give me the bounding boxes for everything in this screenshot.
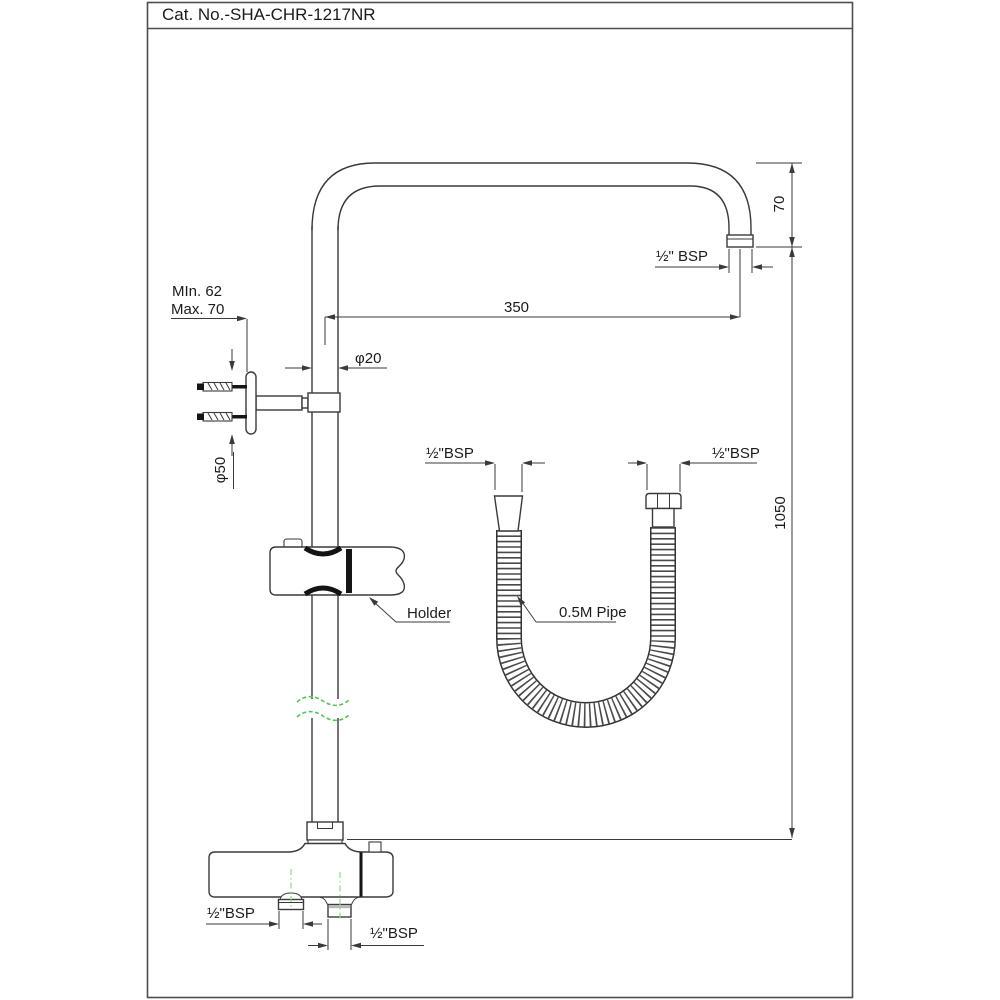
dim-bottom-left-thread: ½"BSP — [207, 905, 255, 922]
dim-min-depth: MIn. 62 — [172, 283, 223, 300]
dim-riser-height: 1050 — [772, 496, 789, 530]
diverter-body — [208, 821, 394, 919]
holder-band — [346, 549, 352, 593]
dim-arm-length: 350 — [504, 299, 530, 316]
label-holder: Holder — [407, 605, 452, 622]
wall-flange — [245, 371, 257, 435]
shower-arm — [311, 162, 754, 248]
holder-grip-top — [303, 545, 343, 557]
dim-flange-diameter: φ50 — [212, 456, 229, 484]
hose-cone-connector — [493, 495, 524, 532]
catalog-number: Cat. No.-SHA-CHR-1217NR — [162, 5, 376, 24]
wall-screw — [197, 411, 247, 422]
dimension-lines — [171, 162, 802, 950]
dim-hose-right-thread: ½"BSP — [712, 445, 760, 462]
label-hose: 0.5M Pipe — [559, 604, 627, 621]
dim-max-depth: Max. 70 — [171, 301, 225, 318]
slider-holder — [269, 538, 406, 597]
dim-arm-drop: 70 — [771, 195, 788, 213]
dim-hose-left-thread: ½"BSP — [426, 445, 474, 462]
wall-screw — [197, 381, 247, 392]
dim-arm-outlet-thread: ½" BSP — [656, 248, 709, 265]
holder-grip-bottom — [303, 585, 343, 597]
pipe-clamp — [307, 392, 341, 413]
wall-bracket — [197, 371, 341, 435]
arm-outlet-fitting — [726, 234, 754, 248]
riser-pipe — [311, 226, 339, 822]
dim-pipe-diameter: φ20 — [355, 350, 382, 367]
dim-bottom-right-thread: ½"BSP — [370, 925, 418, 942]
riser-base-nut — [306, 821, 344, 841]
sheet-frame — [146, 1, 854, 999]
hand-shower-hose — [493, 492, 682, 728]
hose-hex-nut — [645, 492, 682, 528]
pipe-break-symbol — [296, 695, 350, 722]
body-tab — [368, 841, 382, 853]
